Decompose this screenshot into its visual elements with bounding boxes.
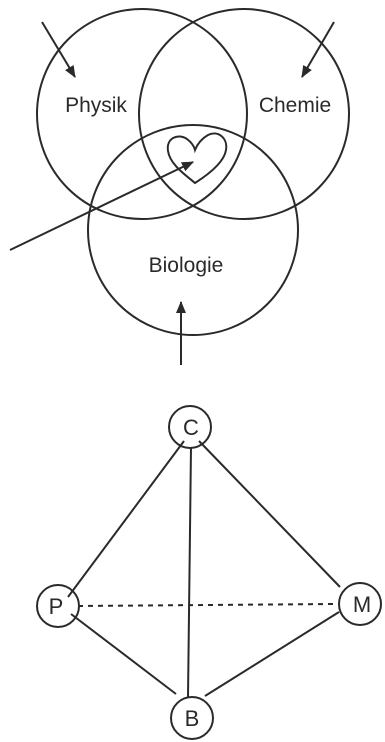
node-label-b: B bbox=[185, 706, 200, 731]
node-c bbox=[168, 405, 212, 449]
venn-circle-biology bbox=[87, 124, 299, 336]
venn-label-biology: Biologie bbox=[149, 254, 224, 277]
edge-m-b bbox=[204, 611, 340, 697]
venn-diagram: Physik Chemie Biologie bbox=[9, 8, 350, 365]
node-b bbox=[170, 696, 214, 740]
node-p bbox=[36, 584, 80, 628]
edge-c-m bbox=[198, 440, 341, 588]
edge-p-m-dashed bbox=[77, 603, 335, 607]
arrow-into-center bbox=[9, 161, 194, 251]
venn-circle-chemistry bbox=[138, 8, 350, 220]
edge-c-p bbox=[67, 440, 185, 598]
tetrahedron-diagram: C P M B bbox=[36, 405, 382, 740]
edge-c-b bbox=[187, 446, 192, 698]
venn-label-chemistry: Chemie bbox=[259, 94, 331, 117]
edge-p-b bbox=[70, 613, 177, 695]
heart-icon bbox=[166, 132, 228, 185]
venn-circle-physics bbox=[36, 8, 248, 220]
node-label-c: C bbox=[183, 415, 199, 440]
node-label-p: P bbox=[49, 594, 64, 619]
venn-label-physics: Physik bbox=[65, 94, 127, 117]
node-m bbox=[338, 582, 382, 626]
node-label-m: M bbox=[353, 592, 371, 617]
arrow-into-physics bbox=[41, 21, 76, 78]
arrow-into-chemistry bbox=[301, 21, 335, 78]
